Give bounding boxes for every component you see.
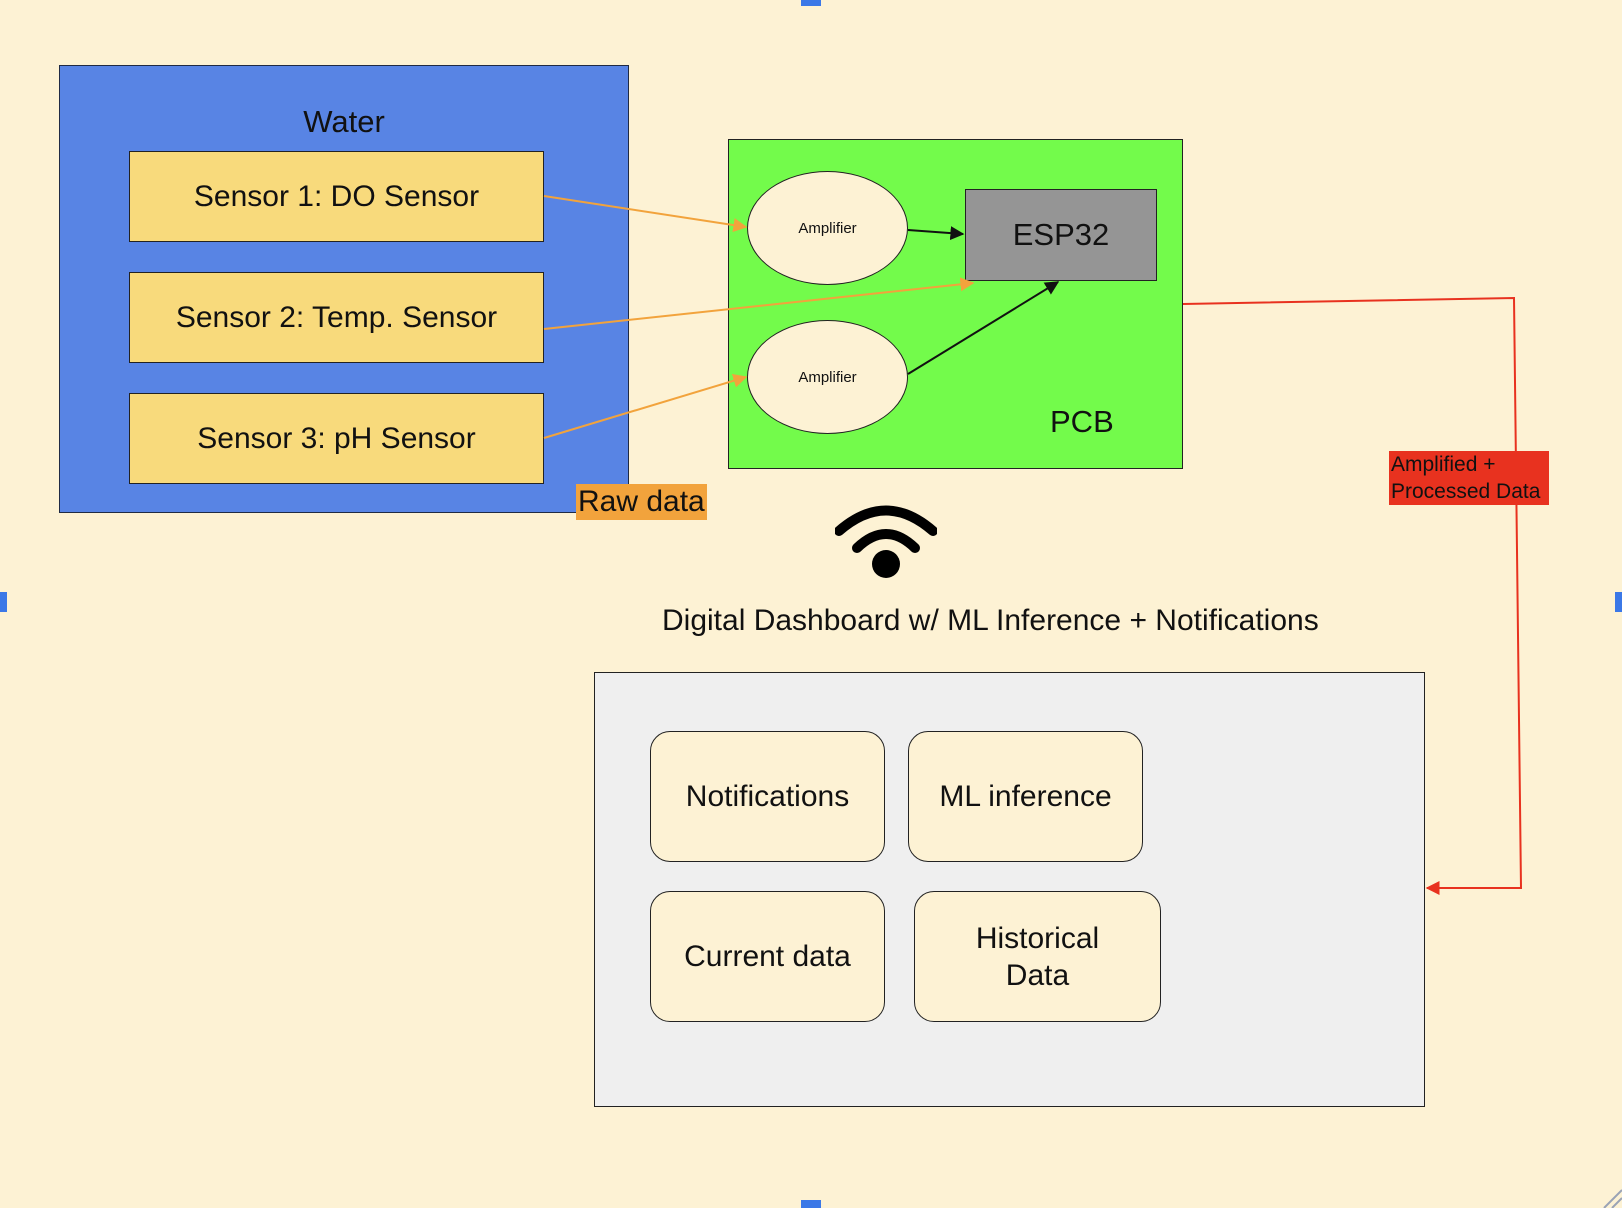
resize-handle-left[interactable] [0, 592, 7, 612]
amplifier-2-label: Amplifier [798, 368, 857, 386]
water-label: Water [303, 104, 385, 139]
sensor-3-ph-box[interactable]: Sensor 3: pH Sensor [129, 393, 544, 484]
sensor-2-temp-box[interactable]: Sensor 2: Temp. Sensor [129, 272, 544, 363]
tile-ml-inference[interactable]: ML inference [908, 731, 1143, 862]
tile-ml-inference-label: ML inference [939, 780, 1112, 813]
resize-handle-right[interactable] [1615, 592, 1622, 612]
processed-data-label: Amplified + Processed Data [1389, 451, 1549, 505]
amplifier-2-ellipse[interactable]: Amplifier [747, 320, 908, 434]
pcb-label: PCB [1050, 404, 1114, 439]
resize-handle-top[interactable] [801, 0, 821, 6]
sensor-1-label: Sensor 1: DO Sensor [193, 179, 480, 213]
processed-data-label-line1: Amplified + [1391, 453, 1496, 476]
amplifier-1-ellipse[interactable]: Amplifier [747, 171, 908, 285]
tile-historical-data-label: Historical Data [976, 920, 1099, 994]
tile-historical-data[interactable]: Historical Data [914, 891, 1161, 1022]
tile-current-data-label: Current data [684, 940, 851, 973]
tile-notifications[interactable]: Notifications [650, 731, 885, 862]
resize-handle-bottom[interactable] [801, 1200, 821, 1208]
esp32-box[interactable]: ESP32 [965, 189, 1157, 281]
dashboard-title: Digital Dashboard w/ ML Inference + Noti… [662, 604, 1319, 637]
resize-corner-icon[interactable] [1600, 1186, 1622, 1208]
tile-notifications-label: Notifications [685, 780, 850, 813]
amplifier-1-label: Amplifier [798, 219, 857, 237]
sensor-1-do-box[interactable]: Sensor 1: DO Sensor [129, 151, 544, 242]
wifi-icon [835, 505, 937, 578]
sensor-2-label: Sensor 2: Temp. Sensor [175, 300, 498, 334]
esp32-label: ESP32 [1012, 217, 1110, 252]
processed-data-label-line2: Processed Data [1391, 480, 1541, 503]
raw-data-label: Raw data [576, 484, 707, 520]
sensor-3-label: Sensor 3: pH Sensor [197, 421, 476, 455]
tile-current-data[interactable]: Current data [650, 891, 885, 1022]
tile-historical-line2: Data [1005, 958, 1070, 992]
tile-historical-line1: Historical [975, 921, 1100, 955]
